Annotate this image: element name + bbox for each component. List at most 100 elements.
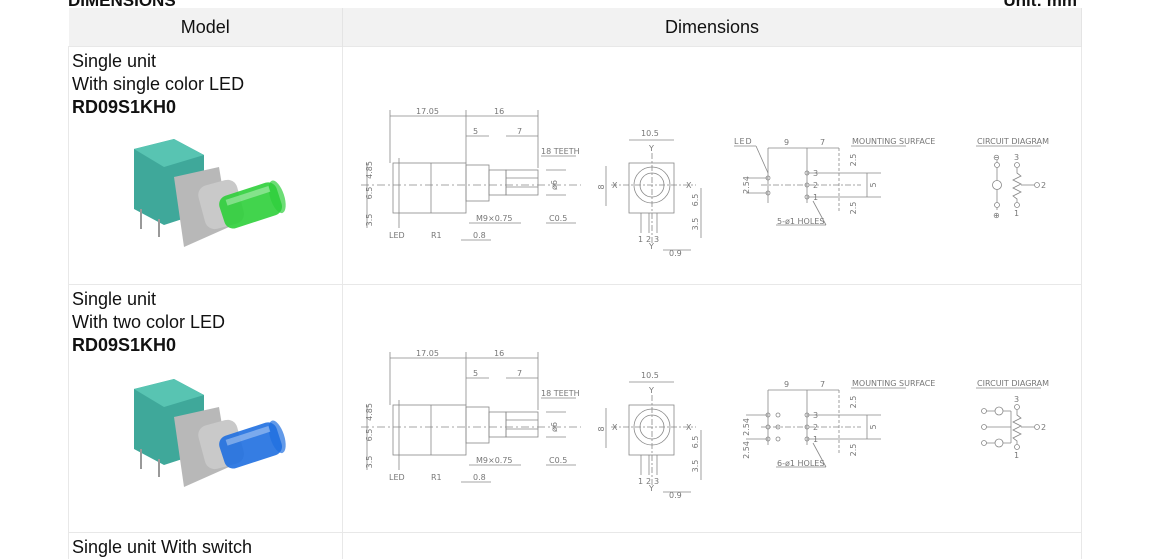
dimension-label: 2.5 <box>849 444 858 457</box>
model-line: With two color LED <box>72 311 342 334</box>
dimension-label: 17.05 <box>416 349 439 358</box>
dimension-label: 3 <box>813 169 818 178</box>
header-dimensions: Dimensions <box>343 8 1082 47</box>
dimension-label: 6.5 <box>691 436 700 449</box>
model-line: With single color LED <box>72 73 342 96</box>
dimension-label: 0.9 <box>669 249 682 258</box>
dimension-label: 6-ø1 HOLES <box>777 459 824 468</box>
table-header: Model Dimensions <box>69 8 1082 47</box>
dimension-label: X <box>686 181 692 190</box>
dimension-label: C0.5 <box>549 456 567 465</box>
dimension-label: CIRCUIT DIAGRAM <box>977 137 1049 146</box>
dimension-label: 17.05 <box>416 107 439 116</box>
dimension-label: 5 <box>869 182 878 187</box>
dimension-label: 8 <box>597 184 606 189</box>
dimension-label: MOUNTING SURFACE <box>852 137 935 146</box>
dimension-label: 2.5 <box>849 202 858 215</box>
dimension-label: 4.85 <box>365 403 374 421</box>
dimension-label: 1 <box>1014 209 1019 218</box>
model-line: Single unit <box>72 288 342 311</box>
dimension-label: ⊖ <box>993 153 1000 162</box>
model-cell: Single unit With single color LED RD09S1… <box>69 47 343 285</box>
product-photo <box>129 377 299 502</box>
dimension-label: Y <box>648 242 654 251</box>
dimension-label: 16 <box>494 349 504 358</box>
dimensions-table: Model Dimensions Single unit With single… <box>68 8 1082 559</box>
dimension-label: 18 TEETH <box>541 147 580 156</box>
dimension-label: Y <box>648 386 654 395</box>
dimension-label: 3.5 <box>365 456 374 469</box>
dimension-label: 5-ø1 HOLES <box>777 217 824 226</box>
dimension-label: 1 <box>813 435 818 444</box>
table-row: Single unit With switch <box>69 533 1082 559</box>
dimension-label: 6.5 <box>691 194 700 207</box>
dimension-label: 0.9 <box>669 491 682 500</box>
dimension-label: 1 <box>1014 451 1019 460</box>
dimension-label: M9×0.75 <box>476 456 513 465</box>
potentiometer-image <box>129 137 299 257</box>
model-line: Single unit <box>72 50 342 73</box>
dimension-label: 2.5 <box>849 396 858 409</box>
dimension-label: 2 <box>1041 181 1046 190</box>
dimension-label: 4.85 <box>365 161 374 179</box>
product-photo <box>129 137 299 262</box>
dimension-label: 6.5 <box>365 429 374 442</box>
potentiometer-image <box>129 377 299 497</box>
dimension-label: 7 <box>517 369 522 378</box>
header-model: Model <box>69 8 343 47</box>
dimension-label: 3 <box>654 477 659 486</box>
pcb-layout <box>746 388 906 467</box>
dimension-label: R1 <box>431 231 442 240</box>
dimension-label: 3.5 <box>365 214 374 227</box>
dimension-label: LED <box>734 137 753 146</box>
dimension-label: ⊕ <box>993 211 1000 220</box>
dimension-label: Y <box>648 144 654 153</box>
dimension-label: 3 <box>813 411 818 420</box>
model-number: RD09S1KH0 <box>72 97 176 117</box>
dimension-label: 2 <box>813 181 818 190</box>
dimension-label: 7 <box>517 127 522 136</box>
dimension-label: 9 <box>784 138 789 147</box>
dimension-label: 1 <box>638 235 643 244</box>
side-view <box>361 352 581 482</box>
dimension-label: 0.8 <box>473 231 486 240</box>
dimension-label: 10.5 <box>641 371 659 380</box>
dimension-label: 1 <box>813 193 818 202</box>
dimension-label: LED <box>389 473 405 482</box>
dimension-label: 7 <box>820 138 825 147</box>
dimension-label: R1 <box>431 473 442 482</box>
dimension-label: 2.54 <box>742 441 751 459</box>
side-view <box>361 110 581 240</box>
circuit-diagram <box>976 146 1041 210</box>
pcb-layout <box>734 146 906 225</box>
dimension-label: 6.5 <box>365 187 374 200</box>
dimension-label: 3 <box>1014 153 1019 162</box>
dimension-label: 10.5 <box>641 129 659 138</box>
dimension-label: M9×0.75 <box>476 214 513 223</box>
dimension-label: 5 <box>869 424 878 429</box>
model-cell: Single unit With switch <box>69 533 343 559</box>
dimension-label: 5 <box>473 127 478 136</box>
dimension-label: 2.54 <box>742 176 751 194</box>
dimension-label: 2 <box>1041 423 1046 432</box>
dimensions-cell <box>343 533 1082 559</box>
dimension-label: 7 <box>820 380 825 389</box>
front-view <box>606 140 701 250</box>
dimension-label: MOUNTING SURFACE <box>852 379 935 388</box>
dimension-label: X <box>612 423 618 432</box>
dimension-label: LED <box>389 231 405 240</box>
dimension-label: ø6 <box>550 180 559 190</box>
dimension-label: 5 <box>473 369 478 378</box>
model-cell: Single unit With two color LED RD09S1KH0 <box>69 285 343 533</box>
dimension-label: ø6 <box>550 422 559 432</box>
dimension-label: 3 <box>1014 395 1019 404</box>
dimension-label: 0.8 <box>473 473 486 482</box>
dimension-label: X <box>686 423 692 432</box>
dimension-label: 3.5 <box>691 460 700 473</box>
